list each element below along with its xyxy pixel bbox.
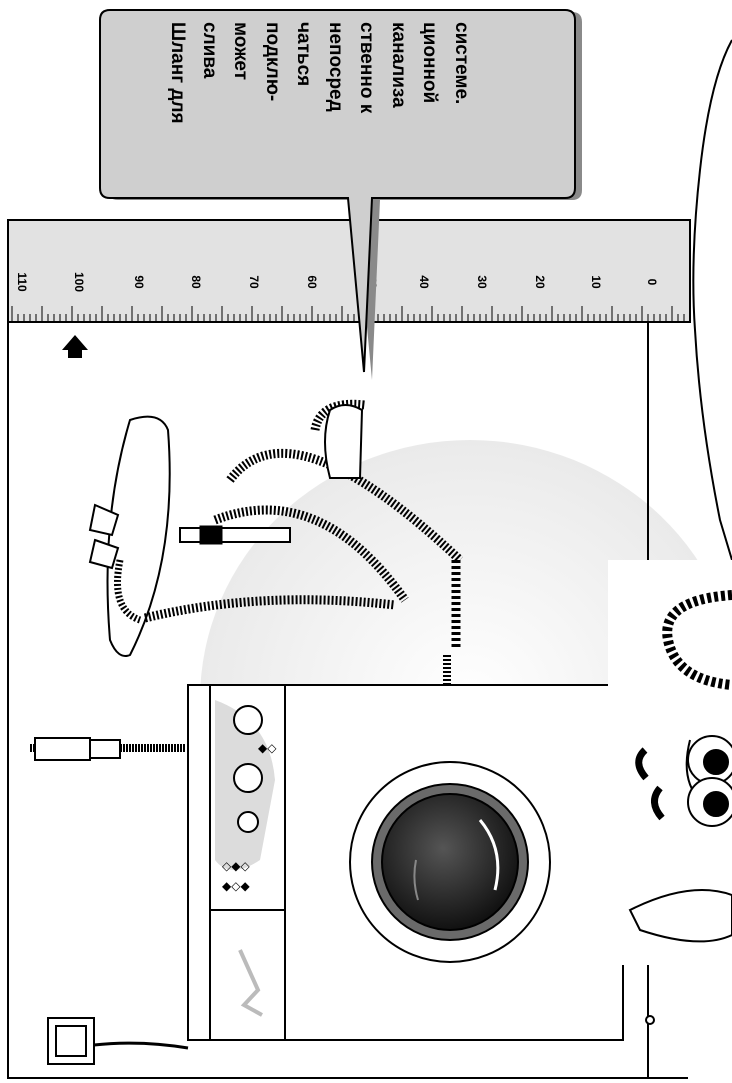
ruler-label: 20 <box>533 275 547 289</box>
ruler-label: 0 <box>645 279 659 286</box>
callout-line: системе. <box>450 22 472 105</box>
svg-text:◆◇◆: ◆◇◆ <box>222 879 250 893</box>
ruler-label: 110 <box>15 272 29 292</box>
ruler-label: 30 <box>475 275 489 289</box>
callout-line: подклю- <box>261 22 283 102</box>
callout-line: слива <box>198 22 220 79</box>
svg-text:◇◆◇: ◇◆◇ <box>222 859 250 873</box>
washing-machine <box>187 684 655 1041</box>
character-thought-shape <box>692 39 732 561</box>
ruler-label: 90 <box>132 275 146 289</box>
callout-line: чаться <box>293 22 314 87</box>
callout-line: ционной <box>419 22 440 104</box>
ruler-label: 10 <box>589 275 603 289</box>
height-ruler: 1101009080706050403020100 <box>7 219 691 323</box>
ruler-label: 40 <box>417 275 431 289</box>
drain-hose-assembly <box>88 399 464 690</box>
callout-line: ственно к <box>356 22 377 114</box>
speech-bubble <box>99 9 582 380</box>
svg-text:◆◇: ◆◇ <box>258 741 277 755</box>
ruler-label: 80 <box>189 275 203 289</box>
callout-line: непосред <box>324 22 346 112</box>
ruler-label: 60 <box>305 275 319 289</box>
ruler-label: 100 <box>72 272 86 292</box>
power-socket <box>47 1017 189 1065</box>
callout-line: может <box>230 22 251 81</box>
control-symbols: ◆◇ ◇◆◇ ◆◇◆ <box>222 741 277 893</box>
callout-line: канализа <box>387 22 409 108</box>
ruler-label: 70 <box>247 275 261 289</box>
inlet-hose <box>30 737 185 761</box>
ruler-marker-arrow <box>62 335 88 358</box>
cartoon-character <box>608 560 732 965</box>
callout-line: Шланг для <box>167 22 188 124</box>
